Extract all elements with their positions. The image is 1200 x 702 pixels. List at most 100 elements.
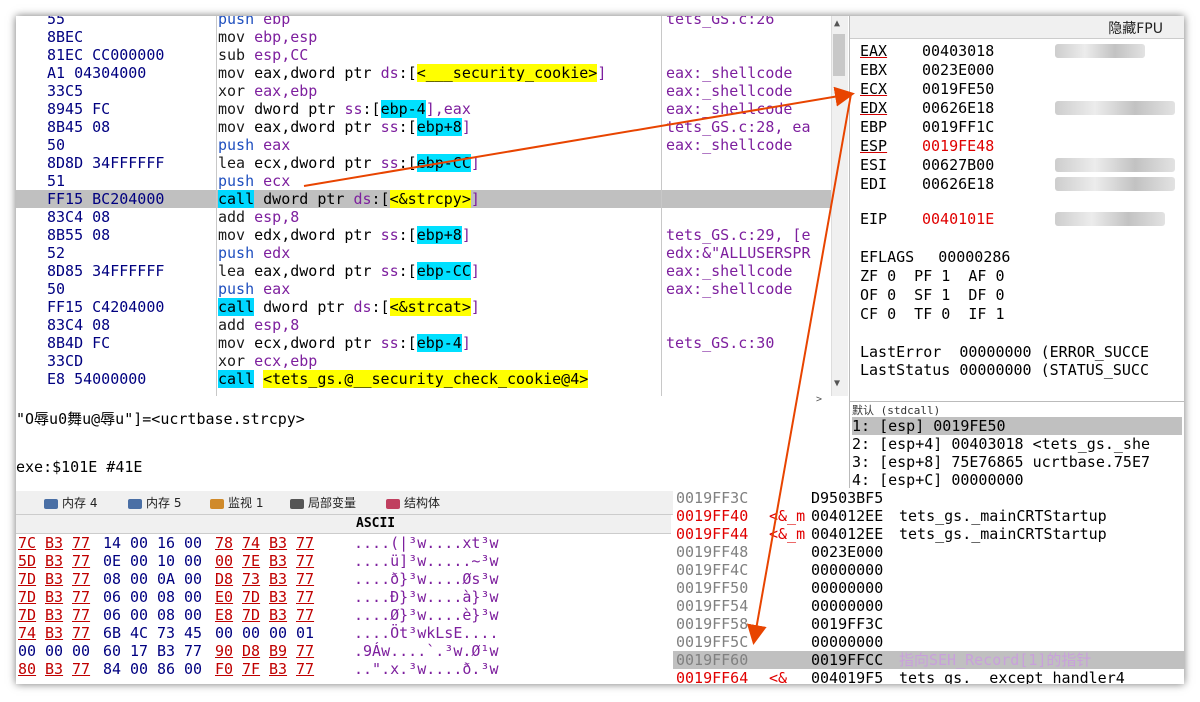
disasm-row[interactable]: 81EC CC000000 sub esp,CC <box>16 46 834 64</box>
register-value[interactable]: 00627B00 <box>922 156 995 174</box>
instruction-text: sub esp,CC <box>218 46 308 64</box>
tab-4[interactable]: 局部变量 <box>290 495 356 511</box>
stack-address: 0019FF5C <box>676 633 749 651</box>
info-line: "O辱u0舞u@辱u"]=<ucrtbase.strcpy> <box>16 410 305 428</box>
mnemonic: mov <box>218 334 246 352</box>
instruction-bytes: 81EC CC000000 <box>47 46 165 64</box>
register-value[interactable]: 0019FF1C <box>922 118 995 136</box>
tab-3[interactable]: 监视 1 <box>210 495 263 511</box>
last-status: LastStatus 00000000 (STATUS_SUCC <box>860 361 1149 379</box>
instruction-text: mov dword ptr ss:[ebp-4],eax <box>218 100 471 118</box>
instruction-text: mov ecx,dword ptr ss:[ebp-4] <box>218 334 471 352</box>
operands: eax <box>263 136 291 154</box>
tab-1[interactable]: 内存 4 <box>44 495 97 511</box>
register-value[interactable]: 00626E18 <box>922 175 995 193</box>
register-value[interactable]: 0019FE48 <box>922 137 995 155</box>
tab-2[interactable]: 内存 5 <box>128 495 181 511</box>
stack-address: 0019FF4C <box>676 561 749 579</box>
hex-byte: B3 <box>269 660 288 678</box>
scroll-down-icon[interactable]: ▼ <box>834 378 841 389</box>
operands: eax <box>263 280 291 298</box>
hide-fpu-button[interactable]: 隐藏FPU <box>1108 21 1163 37</box>
hex-byte: 77 <box>72 588 91 606</box>
register-value[interactable]: 00403018 <box>922 42 995 60</box>
tab-5[interactable]: 结构体 <box>386 495 440 511</box>
scroll-up-icon[interactable]: ▲ <box>834 18 841 29</box>
operands: ecx,ebp <box>254 352 318 370</box>
register-value[interactable]: 0040101E <box>922 210 995 228</box>
info-address: exe:$101E #41E <box>16 458 143 476</box>
operand-suffix: ] <box>470 298 480 316</box>
comment: tets_GS.c:29, [e <box>666 226 811 244</box>
register-value[interactable]: 00626E18 <box>922 99 995 117</box>
argument-row[interactable]: 1: [esp] 0019FE50 <box>852 417 1182 435</box>
argument-row[interactable]: 4: [esp+C] 00000000 <box>852 471 1024 489</box>
hex-byte: 00 <box>184 588 203 606</box>
hex-byte: B9 <box>269 642 288 660</box>
hex-byte: B3 <box>45 588 64 606</box>
argument-row[interactable]: 3: [esp+8] 75E76865 ucrtbase.75E7 <box>852 453 1151 471</box>
hex-byte: 00 <box>130 588 149 606</box>
calling-convention[interactable]: 默认 (stdcall) <box>852 404 941 417</box>
eflags-value[interactable]: 00000286 <box>938 248 1011 266</box>
argument-row[interactable]: 2: [esp+4] 00403018 <tets_gs._she <box>852 435 1151 453</box>
segment: ss <box>380 226 399 244</box>
mnemonic: sub <box>218 46 246 64</box>
scrollbar-thumb[interactable] <box>833 34 845 76</box>
register-value[interactable]: 0019FE50 <box>922 80 995 98</box>
hex-byte: 7D <box>242 606 261 624</box>
hex-byte: 08 <box>103 570 122 588</box>
hex-byte: 80 <box>18 660 37 678</box>
register-value[interactable]: 0023E000 <box>922 61 995 79</box>
fpu-header[interactable]: 隐藏FPU <box>850 16 1184 39</box>
scroll-right-icon[interactable]: > <box>816 394 823 405</box>
stack-tag: <&_m <box>769 507 806 525</box>
